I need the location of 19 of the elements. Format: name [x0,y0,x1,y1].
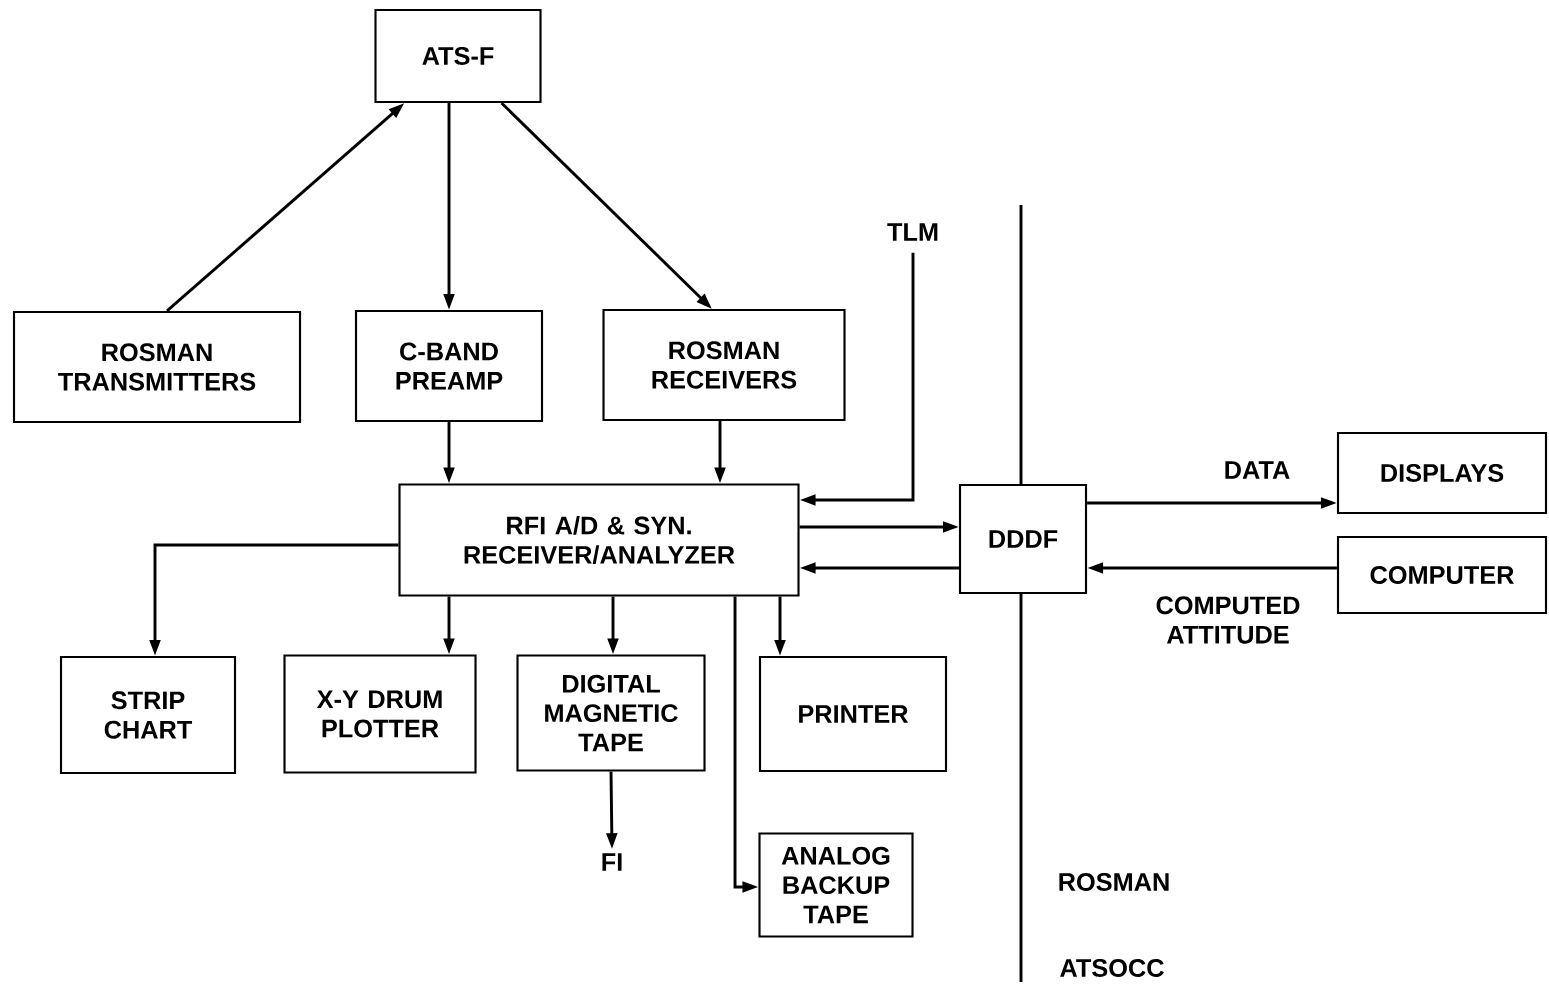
process-box: ROSMAN TRANSMITTERS [12,310,302,424]
process-box: DIGITAL MAGNETIC TAPE [516,654,706,772]
process-box: RFI A/D & SYN. RECEIVER/ANALYZER [398,483,800,597]
site-label: ROSMAN [1059,873,1169,891]
edge-label: COMPUTED ATTITUDE [1156,596,1300,644]
edge-label: DATA [1225,461,1290,479]
process-box: DISPLAYS [1336,431,1548,515]
process-box: X-Y DRUM PLOTTER [283,654,477,774]
site-label: ATSOCC [1060,959,1164,977]
process-box: ANALOG BACKUP TAPE [758,832,914,938]
process-box: C-BAND PREAMP [354,309,544,423]
process-box: STRIP CHART [59,655,237,775]
process-box: ROSMAN RECEIVERS [602,308,846,422]
signal-label: FI [602,853,622,871]
process-box: COMPUTER [1336,535,1548,615]
process-box: ATS-F [374,8,542,104]
process-box: PRINTER [758,655,948,773]
process-box: DDDF [958,483,1088,595]
signal-label: TLM [887,223,938,241]
